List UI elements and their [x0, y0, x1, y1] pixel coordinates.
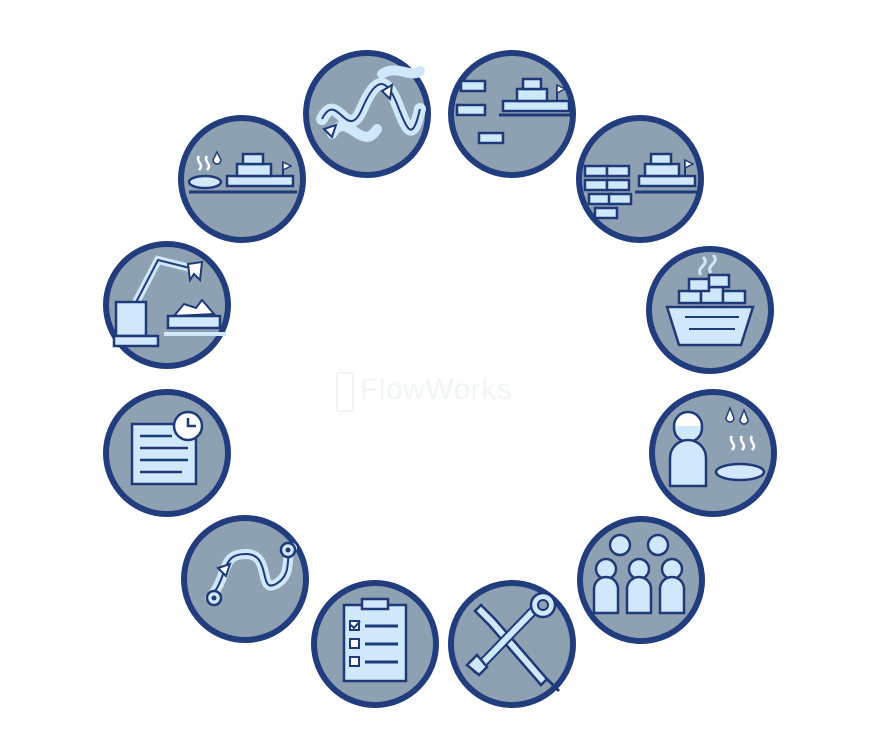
document-clock-icon: [102, 388, 232, 518]
worker-hazard-icon: [648, 388, 778, 518]
team-crew-icon: [576, 515, 706, 645]
excavator-loading-icon: [102, 240, 232, 370]
cargo-ship-icon: [645, 245, 775, 375]
route-tracking-icon: [180, 514, 310, 644]
brand-name: FlowWorks: [360, 373, 513, 406]
barge-spill-icon: [177, 114, 307, 244]
barge-docks-icon: [447, 49, 577, 179]
container-stacks-barge-icon: [575, 114, 705, 244]
wrench-screwdriver-icon: [447, 579, 577, 709]
checklist-clipboard-icon: [310, 579, 440, 709]
logo-mark-icon: [330, 370, 356, 412]
river-route-icon: [302, 49, 432, 179]
center-logo: FlowWorks: [330, 360, 560, 420]
